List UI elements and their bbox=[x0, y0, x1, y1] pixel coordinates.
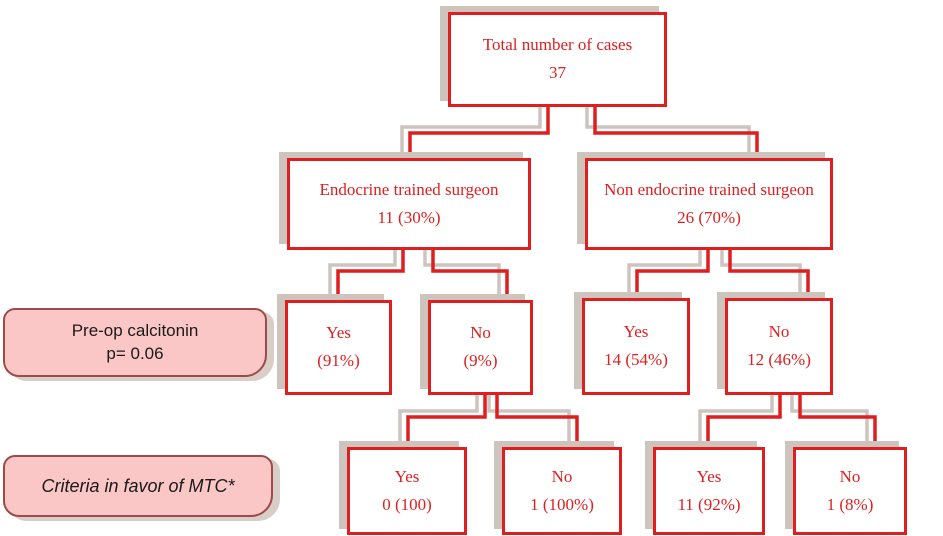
node-endocrine-surgeon: Endocrine trained surgeon 11 (30%) bbox=[287, 158, 531, 250]
node-label: No bbox=[839, 466, 861, 486]
node-value: 14 (54%) bbox=[604, 350, 668, 369]
node-value: 11 (92%) bbox=[677, 494, 741, 514]
node-label: No bbox=[768, 322, 790, 342]
node-non-endocrine-surgeon: Non endocrine trained surgeon 26 (70%) bbox=[585, 158, 833, 250]
node-value: (9%) bbox=[463, 351, 498, 370]
node-value: (91%) bbox=[317, 351, 360, 370]
node-label: Yes bbox=[326, 323, 351, 343]
row-label-criteria-mtc: Criteria in favor of MTC* bbox=[3, 455, 273, 517]
row-label-line1: Pre-op calcitonin bbox=[71, 320, 199, 340]
node-value: 1 (100%) bbox=[530, 494, 594, 514]
node-value: 26 (70%) bbox=[677, 207, 741, 227]
node-non-endocrine-preop-no: No 12 (46%) bbox=[725, 298, 833, 395]
row-label-line2: p= 0.06 bbox=[106, 343, 164, 363]
row-label-text: Criteria in favor of MTC* bbox=[41, 475, 235, 496]
node-non-endocrine-criteria-no: No 1 (8%) bbox=[793, 447, 907, 535]
node-label: Yes bbox=[623, 322, 649, 342]
row-label-preop-calcitonin: Pre-op calcitonin p= 0.06 bbox=[3, 308, 267, 377]
node-non-endocrine-preop-yes: Yes 14 (54%) bbox=[582, 298, 690, 395]
node-value: 1 (8%) bbox=[826, 494, 874, 514]
node-endocrine-criteria-yes: Yes 0 (100) bbox=[347, 447, 467, 535]
node-label: Yes bbox=[696, 466, 722, 486]
node-label: Yes bbox=[394, 466, 420, 486]
node-value: 11 (30%) bbox=[377, 207, 441, 227]
node-label: No bbox=[470, 323, 491, 343]
node-label: Non endocrine trained surgeon bbox=[604, 179, 814, 199]
connector-lines bbox=[336, 107, 877, 447]
node-label: Endocrine trained surgeon bbox=[319, 179, 499, 199]
node-endocrine-preop-yes: Yes (91%) bbox=[285, 300, 392, 395]
node-value: 0 (100) bbox=[382, 494, 432, 514]
node-label: Total number of cases bbox=[482, 35, 633, 55]
node-non-endocrine-criteria-yes: Yes 11 (92%) bbox=[653, 447, 765, 535]
node-value: 37 bbox=[549, 63, 566, 82]
node-total-cases: Total number of cases 37 bbox=[448, 12, 667, 107]
node-endocrine-criteria-no: No 1 (100%) bbox=[502, 447, 622, 535]
node-value: 12 (46%) bbox=[747, 350, 811, 369]
node-endocrine-preop-no: No (9%) bbox=[428, 300, 533, 395]
node-label: No bbox=[551, 466, 573, 486]
connector-shadows bbox=[328, 101, 869, 441]
